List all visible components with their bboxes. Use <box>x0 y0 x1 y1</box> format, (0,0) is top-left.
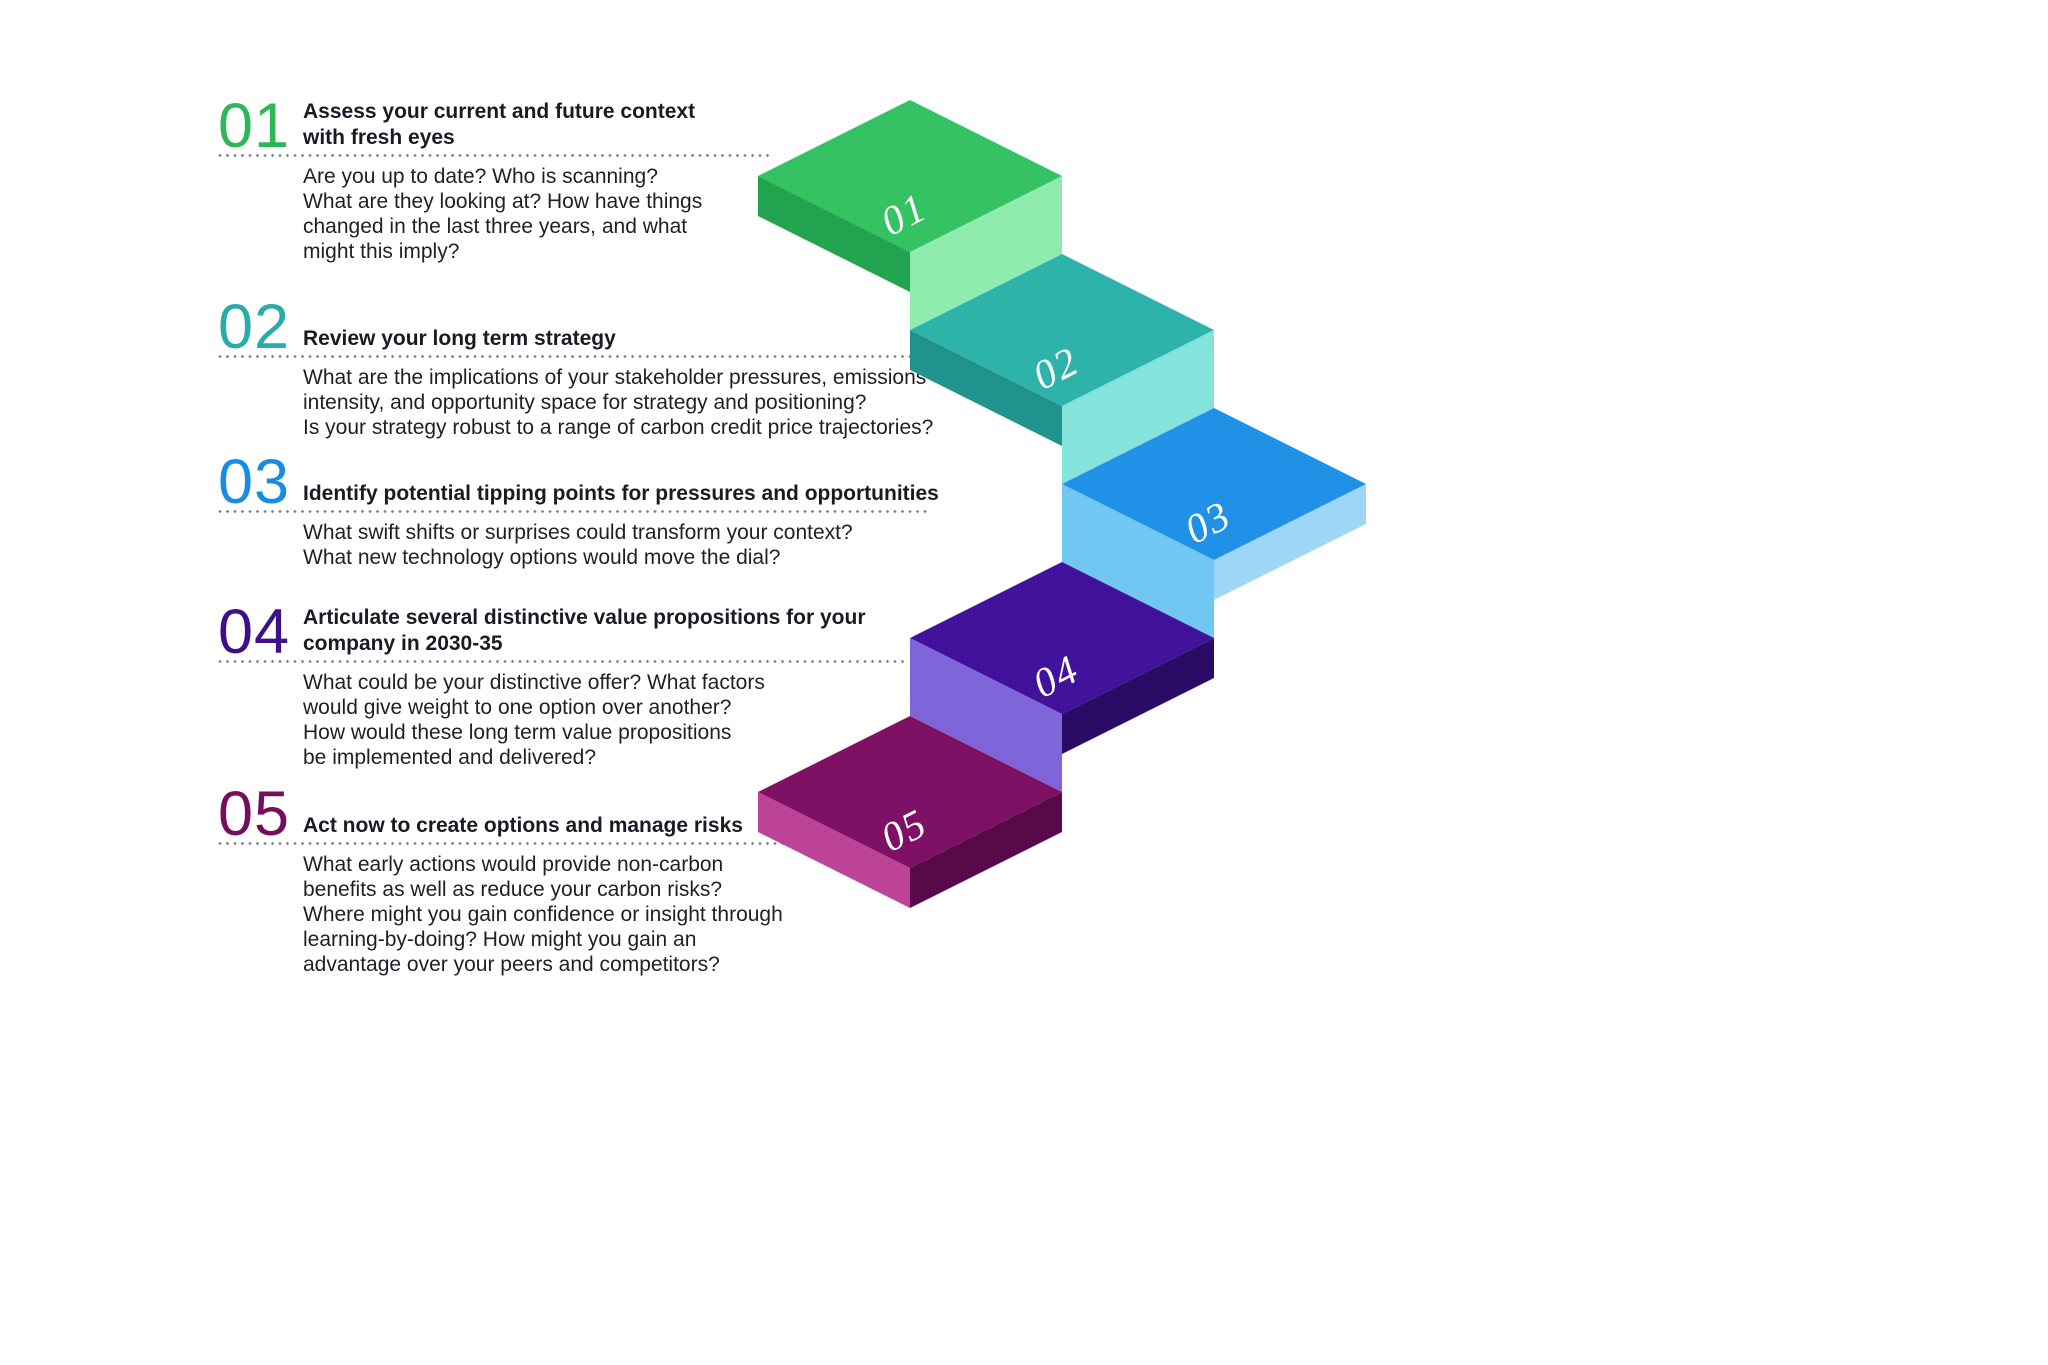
step-05-divider <box>218 842 846 845</box>
step-03-header: 03 Identify potential tipping points for… <box>218 451 1058 514</box>
step-04-front-face <box>1062 638 1214 754</box>
step-04-divider <box>218 660 906 663</box>
step-01-number: 01 <box>218 91 291 161</box>
step-01-riser-face <box>910 176 1062 330</box>
step-05-title: Act now to create options and manage ris… <box>303 813 743 837</box>
step-01-header: 01 Assess your current and future contex… <box>218 95 1058 158</box>
step-04-riser-face <box>910 638 1062 792</box>
step-05-front-right-face <box>910 792 1062 908</box>
step-04-number: 04 <box>218 597 291 667</box>
step-01-divider <box>218 154 770 157</box>
stair-step-03: 03 <box>1062 408 1366 638</box>
step-02-header: 02 Review your long term strategy <box>218 296 1058 359</box>
step-03-divider <box>218 510 930 513</box>
step-05-top-face <box>758 716 1062 868</box>
stair-step-01: 01 <box>758 100 1062 330</box>
stair-step-05: 05 <box>758 716 1062 908</box>
stair-step-02: 02 <box>910 254 1214 484</box>
stair-step-04: 04 <box>910 562 1214 792</box>
step-04-description: What could be your distinctive offer? Wh… <box>303 671 765 769</box>
step-03-front-face <box>1214 484 1366 600</box>
step-01-front-face <box>758 176 910 292</box>
isometric-staircase-graphic: 01 02 03 04 05 <box>758 100 1366 908</box>
step-05-number: 05 <box>218 779 291 849</box>
step-04-section: 04 Articulate several distinctive value … <box>218 601 1058 771</box>
step-02-top-face <box>910 254 1214 406</box>
step-01-title: Assess your current and future context w… <box>303 99 696 149</box>
step-05-description: What early actions would provide non-car… <box>303 853 783 976</box>
step-05-header: 05 Act now to create options and manage … <box>218 783 1058 846</box>
step-03-riser-face <box>1062 484 1214 638</box>
step-05-front-left-face <box>758 792 910 908</box>
step-02-title: Review your long term strategy <box>303 326 616 350</box>
step-01-description: Are you up to date? Who is scanning? Wha… <box>303 165 703 263</box>
step-02-number: 02 <box>218 292 291 362</box>
step-02-description: What are the implications of your stakeh… <box>303 366 934 439</box>
step-03-description: What swift shifts or surprises could tra… <box>303 521 853 569</box>
step-02-front-face <box>910 330 1062 446</box>
step-01-top-face <box>758 100 1062 252</box>
step-02-riser-face <box>1062 330 1214 484</box>
step-03-section: 03 Identify potential tipping points for… <box>218 451 1058 571</box>
step-04-top-face <box>910 562 1214 714</box>
steps-column: 01 Assess your current and future contex… <box>218 0 1078 1365</box>
step-03-number: 03 <box>218 447 291 517</box>
step-03-title: Identify potential tipping points for pr… <box>303 481 939 505</box>
step-01-section: 01 Assess your current and future contex… <box>218 95 1058 265</box>
step-02-divider <box>218 355 930 358</box>
step-05-section: 05 Act now to create options and manage … <box>218 783 1058 978</box>
step-03-top-face <box>1062 408 1366 560</box>
step-04-title: Articulate several distinctive value pro… <box>303 605 866 655</box>
step-04-header: 04 Articulate several distinctive value … <box>218 601 1058 664</box>
step-02-section: 02 Review your long term strategy What a… <box>218 296 1058 441</box>
